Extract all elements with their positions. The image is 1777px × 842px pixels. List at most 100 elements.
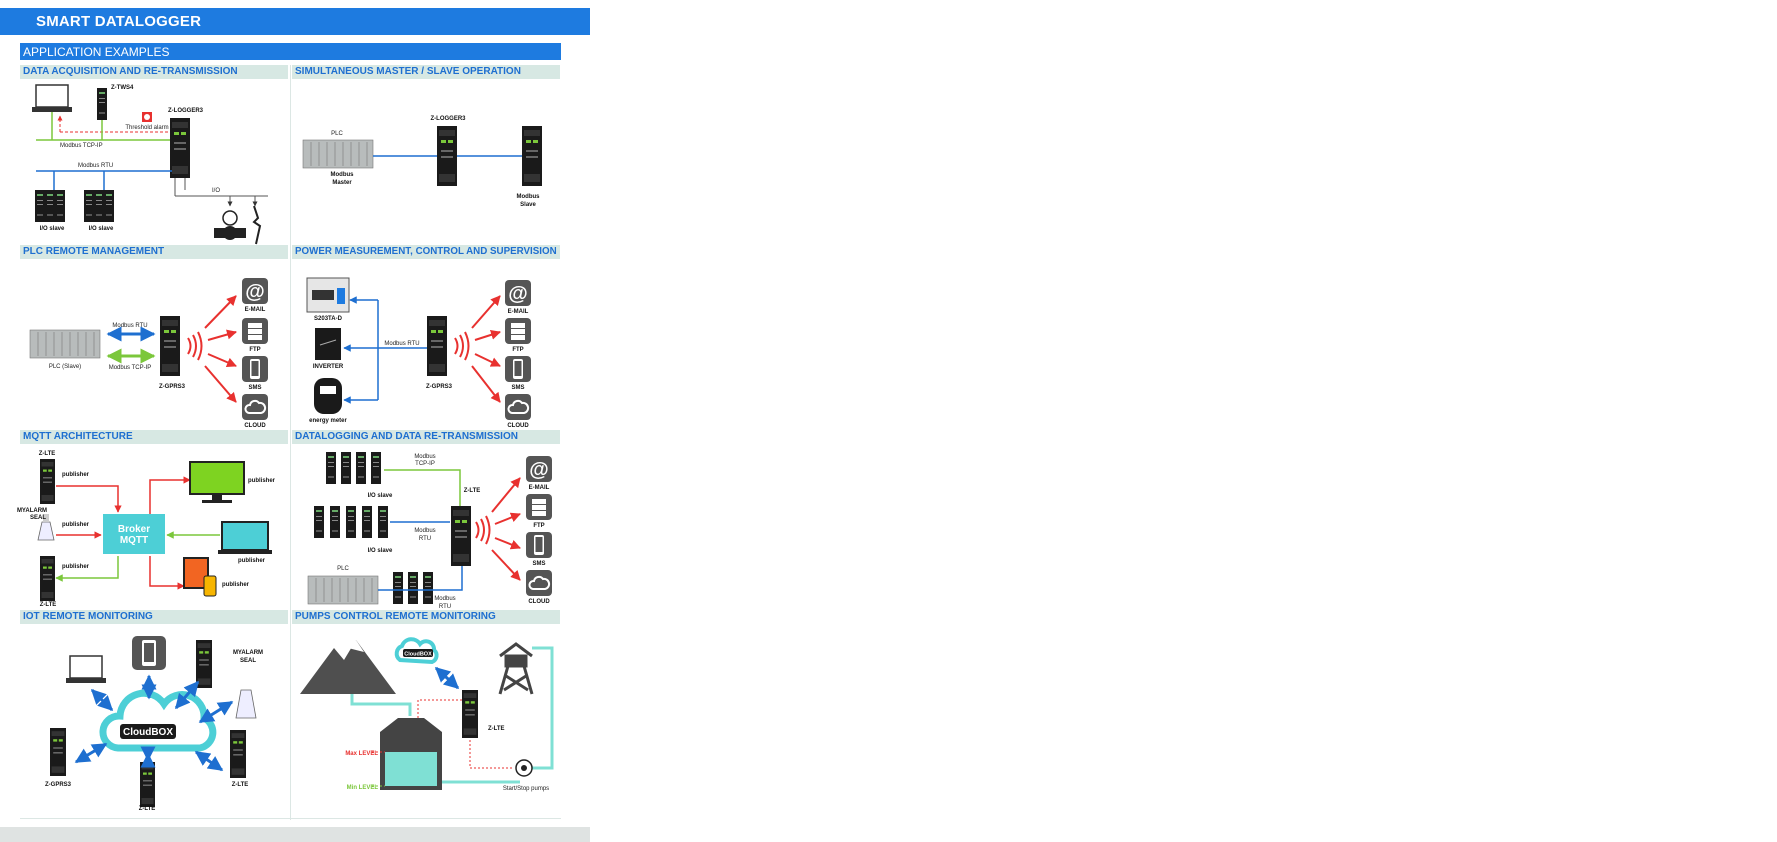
diagram-master-slave: PLC Modbus Master Z-LOGGER3 Modbus Slave <box>302 116 542 208</box>
diagram-power-measurement: S203TA-D INVERTER energy meter Modbus RT… <box>306 277 532 429</box>
valve-icon <box>214 210 246 240</box>
z-lte-label-right: Z-LTE <box>232 782 249 788</box>
cloudbox-label: CloudBOX <box>123 727 173 738</box>
broker-label-2: MQTT <box>120 535 148 546</box>
broker-label-1: Broker <box>118 524 150 535</box>
io-slave-label-2: I/O slave <box>89 226 114 232</box>
rtu-label-1: Modbus <box>414 528 435 534</box>
cloud-icon <box>525 569 553 597</box>
diagram-iot: CloudBOX MYALARM SEAL Z-GPRS3 Z-LTE Z-LT… <box>45 636 263 812</box>
cloudbox-label: CloudBOX <box>404 652 432 658</box>
publisher-label-3: publisher <box>62 564 90 570</box>
diagram-mqtt: Z-LTE publisher MYALARM SEAL publisher p… <box>17 451 276 608</box>
modbus-rtu-label: Modbus RTU <box>112 323 147 329</box>
alarm-icon <box>142 112 152 122</box>
plc-device <box>307 575 379 605</box>
cloud-label: CLOUD <box>244 423 266 429</box>
plc-label: PLC <box>331 131 343 137</box>
z-tws4-label: Z-TWS4 <box>111 85 134 91</box>
z-lte-label: Z-LTE <box>488 726 505 732</box>
ftp-icon <box>526 494 552 520</box>
ftp-label: FTP <box>249 347 260 353</box>
cloud-icon <box>504 393 532 421</box>
mountain-icon <box>300 640 396 694</box>
column-divider <box>290 65 291 820</box>
ftp-label: FTP <box>512 347 523 353</box>
section-title: POWER MEASUREMENT, CONTROL AND SUPERVISI… <box>295 246 557 257</box>
section-header-power-measurement: POWER MEASUREMENT, CONTROL AND SUPERVISI… <box>292 245 560 259</box>
rtu-label-4: RTU <box>439 604 451 610</box>
myalarm-label-1: MYALARM <box>233 650 263 656</box>
sms-label: SMS <box>248 385 261 391</box>
cloudbox-cloud-icon <box>99 689 217 752</box>
rtu-label-2: RTU <box>419 536 431 542</box>
plc-slave-label: PLC (Slave) <box>49 364 81 370</box>
myalarm-seal-device <box>37 514 55 541</box>
z-gprs3-device <box>50 728 66 776</box>
wireless-waves-icon <box>187 331 203 361</box>
email-label: E-MAIL <box>529 485 550 491</box>
section-header-iot: IOT REMOTE MONITORING <box>20 610 288 624</box>
sensor-probe-icon <box>252 205 262 245</box>
laptop-icon <box>32 84 72 112</box>
io-label: I/O <box>212 188 220 194</box>
io-slave-group-1 <box>35 190 65 222</box>
cloud-icon <box>241 393 269 421</box>
s203ta-label: S203TA-D <box>314 316 343 322</box>
sms-label: SMS <box>511 385 524 391</box>
plc-label: PLC <box>337 566 349 572</box>
s203ta-device <box>306 277 350 313</box>
io-slave-label-top: I/O slave <box>368 493 393 499</box>
plc-master-device <box>302 139 374 169</box>
cloud-label: CLOUD <box>507 423 529 429</box>
publisher-label-1: publisher <box>62 472 90 478</box>
inverter-label: INVERTER <box>313 364 344 370</box>
myalarm-label-1: MYALARM <box>17 508 47 514</box>
publisher-label-2: publisher <box>62 522 90 528</box>
email-icon <box>505 280 531 306</box>
myalarm-seal-device <box>235 689 257 719</box>
tank-icon <box>380 718 442 790</box>
z-lte-device-top <box>196 640 212 688</box>
laptop-icon <box>66 655 106 683</box>
publisher-label-6: publisher <box>222 582 250 588</box>
modbus-slave-device <box>522 126 542 186</box>
z-logger3-device <box>170 118 190 178</box>
z-logger3-label: Z-LOGGER3 <box>430 116 466 122</box>
section-header-master-slave: SIMULTANEOUS MASTER / SLAVE OPERATION <box>292 65 560 79</box>
footer-bar <box>0 827 590 842</box>
io-slave-label-1: I/O slave <box>40 226 65 232</box>
sms-icon <box>526 532 552 558</box>
title-banner: SMART DATALOGGER <box>0 8 590 35</box>
io-slave-group-bottom <box>393 572 433 604</box>
ftp-label: FTP <box>533 523 544 529</box>
modbus-rtu-label: Modbus RTU <box>78 163 113 169</box>
publisher-label-5: publisher <box>238 558 266 564</box>
tablet-icon <box>183 557 217 597</box>
publisher-label-4: publisher <box>248 478 276 484</box>
email-label: E-MAIL <box>508 309 529 315</box>
modbus-tcp-label: Modbus TCP-IP <box>109 365 152 371</box>
z-lte-label: Z-LTE <box>464 488 481 494</box>
modbus-rtu-label: Modbus RTU <box>384 341 419 347</box>
inverter-device <box>315 328 341 360</box>
laptop-icon <box>218 521 272 554</box>
tcp-label-2: TCP-IP <box>415 461 435 467</box>
diagram-pumps: CloudBOX Max LEVEL Min LEVEL Z-LTE Start… <box>300 637 554 792</box>
ftp-icon <box>505 318 531 344</box>
min-level-label: Min LEVEL <box>347 785 379 791</box>
pump-icon <box>515 759 533 777</box>
z-lte-device <box>451 506 471 566</box>
section-title: DATA ACQUISITION AND RE-TRANSMISSION <box>23 66 238 77</box>
io-slave-group-middle <box>314 506 388 538</box>
z-lte-label-bottom: Z-LTE <box>40 602 57 608</box>
section-title: PUMPS CONTROL REMOTE MONITORING <box>295 611 496 622</box>
sms-label: SMS <box>532 561 545 567</box>
rtu-label-3: Modbus <box>434 596 455 602</box>
wireless-waves-icon <box>475 515 491 545</box>
diagram-plc-remote: PLC (Slave) Modbus RTU Modbus TCP-IP Z-G… <box>29 278 269 429</box>
subtitle-banner: APPLICATION EXAMPLES <box>20 43 561 60</box>
section-title: PLC REMOTE MANAGEMENT <box>23 246 165 257</box>
myalarm-label-2: SEAL <box>30 515 46 521</box>
